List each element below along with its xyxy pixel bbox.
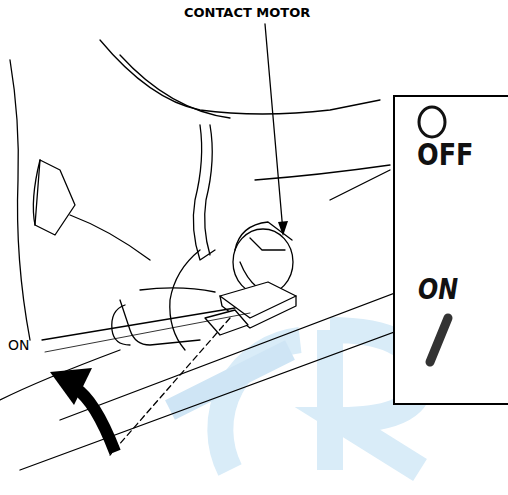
switch-position-text: ON [418, 273, 458, 306]
watermark-logo [170, 330, 420, 470]
part-label: CONTACT MOTOR [184, 5, 310, 20]
switch-inset-box: OFF ON [393, 95, 508, 405]
part-label: ON [8, 337, 30, 353]
switch-position-text: OFF [417, 137, 474, 172]
on-symbol [430, 318, 448, 362]
off-symbol [419, 107, 445, 137]
